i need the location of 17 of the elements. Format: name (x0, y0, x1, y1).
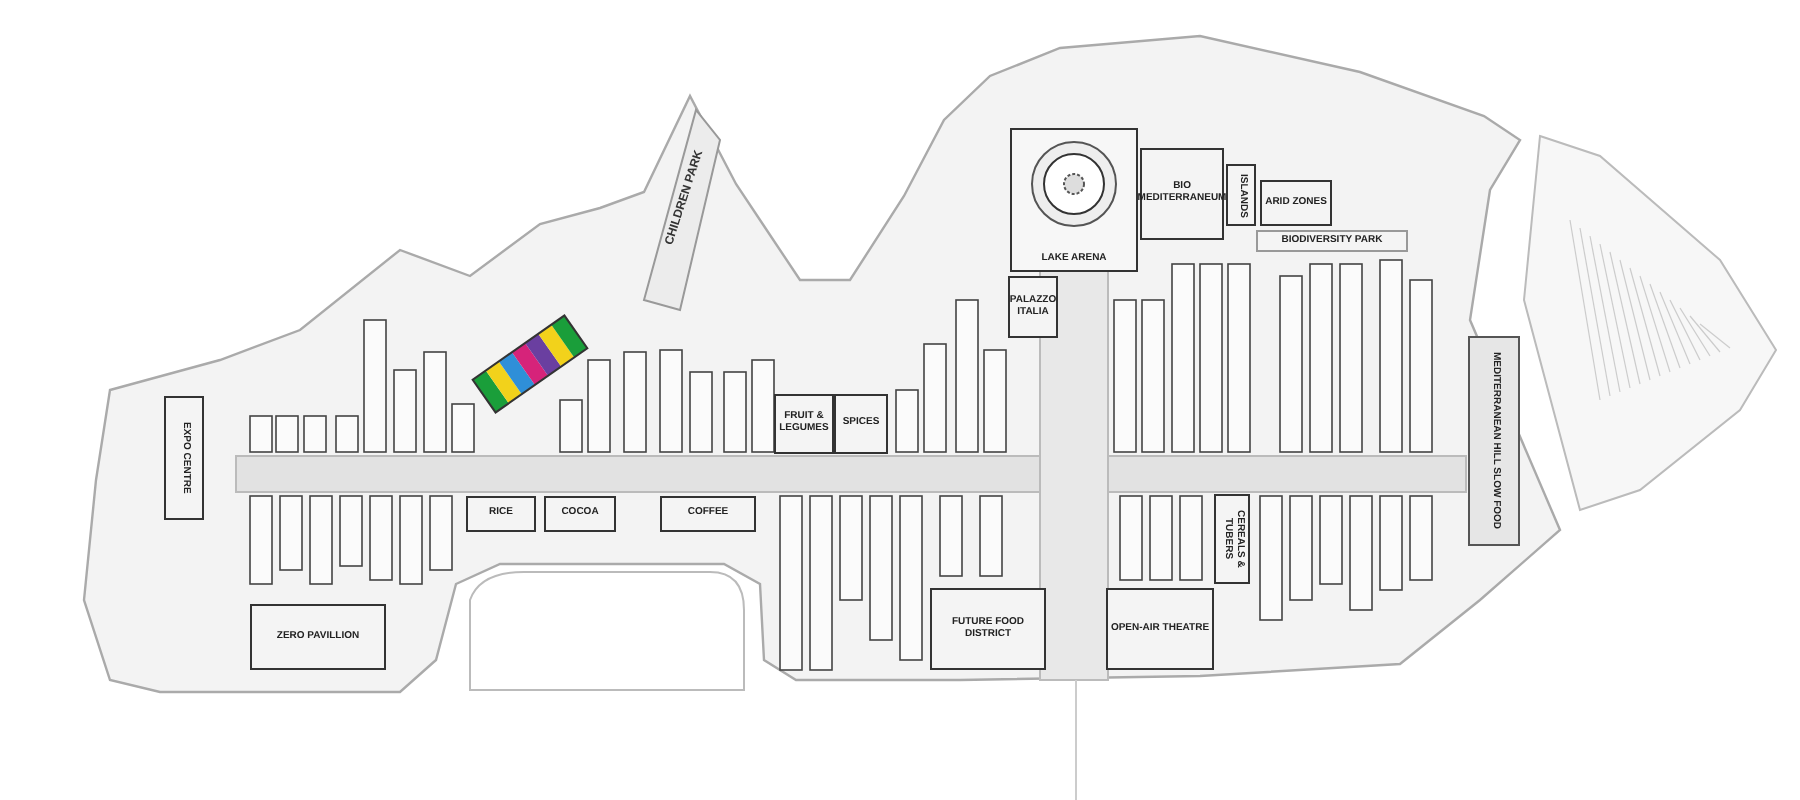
arena-building (1010, 128, 1138, 272)
cluster-pavilion (834, 394, 888, 454)
cluster-pavilion (660, 496, 756, 532)
cluster-pavilion (544, 496, 616, 532)
pavilion-building (1008, 276, 1058, 338)
theatre-building (1106, 588, 1214, 670)
cluster-pavilion (1226, 164, 1256, 226)
pavilion-building (250, 604, 386, 670)
cluster-pavilion (1260, 180, 1332, 226)
cluster-pavilion (466, 496, 536, 532)
cluster-pavilion (1214, 494, 1250, 584)
exhibition-building (164, 396, 204, 520)
park-area (1468, 336, 1520, 546)
park-area (1256, 230, 1408, 252)
cluster-pavilion (774, 394, 834, 454)
district-building (930, 588, 1046, 670)
cluster-pavilion (1140, 148, 1224, 240)
